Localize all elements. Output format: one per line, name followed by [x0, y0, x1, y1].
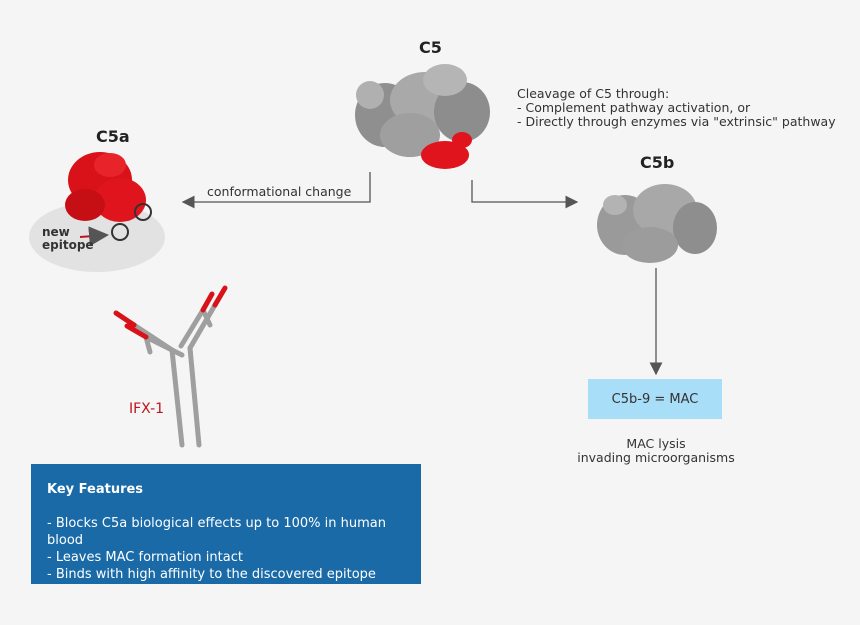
- key-feature-item: - Binds with high affinity to the discov…: [47, 567, 376, 582]
- key-feature-item: - Leaves MAC formation intact: [47, 550, 243, 565]
- epitope-marker-icon: [134, 203, 152, 221]
- c5b-label: C5b: [640, 153, 675, 172]
- arrow-to-c5a: [181, 172, 371, 209]
- new-epitope-line: epitope: [42, 238, 94, 252]
- antibody-icon: [113, 285, 228, 448]
- mac-box: C5b-9 = MAC: [588, 379, 722, 419]
- arrow-to-c5b: [471, 180, 579, 209]
- cleavage-text: Cleavage of C5 through: - Complement pat…: [517, 87, 836, 129]
- mac-lysis-text: MAC lysis invading microorganisms: [560, 437, 752, 465]
- key-features-title: Key Features: [47, 482, 144, 497]
- key-feature-item: - Blocks C5a biological effects up to 10…: [47, 516, 386, 548]
- cleavage-line: - Directly through enzymes via "extrinsi…: [517, 114, 836, 129]
- conformational-change-label: conformational change: [207, 184, 352, 199]
- new-epitope-line: new: [42, 225, 70, 239]
- c5-protein-icon: [355, 64, 490, 169]
- epitope-arrow-icon: [79, 226, 109, 247]
- c5a-label: C5a: [96, 127, 130, 146]
- mac-lysis-line: MAC lysis: [626, 436, 686, 451]
- c5a-protein-icon: [29, 152, 165, 272]
- cleavage-line: Cleavage of C5 through:: [517, 86, 670, 101]
- antibody-label: IFX-1: [129, 401, 165, 417]
- c5-label: C5: [419, 38, 442, 57]
- cleavage-line: - Complement pathway activation, or: [517, 100, 751, 115]
- mac-lysis-line: invading microorganisms: [577, 450, 735, 465]
- new-epitope-label: new epitope: [42, 226, 94, 252]
- new-epitope-marker-icon: [111, 223, 129, 241]
- c5b-protein-icon: [597, 184, 717, 263]
- key-features-box: Key Features - Blocks C5a biological eff…: [31, 464, 421, 584]
